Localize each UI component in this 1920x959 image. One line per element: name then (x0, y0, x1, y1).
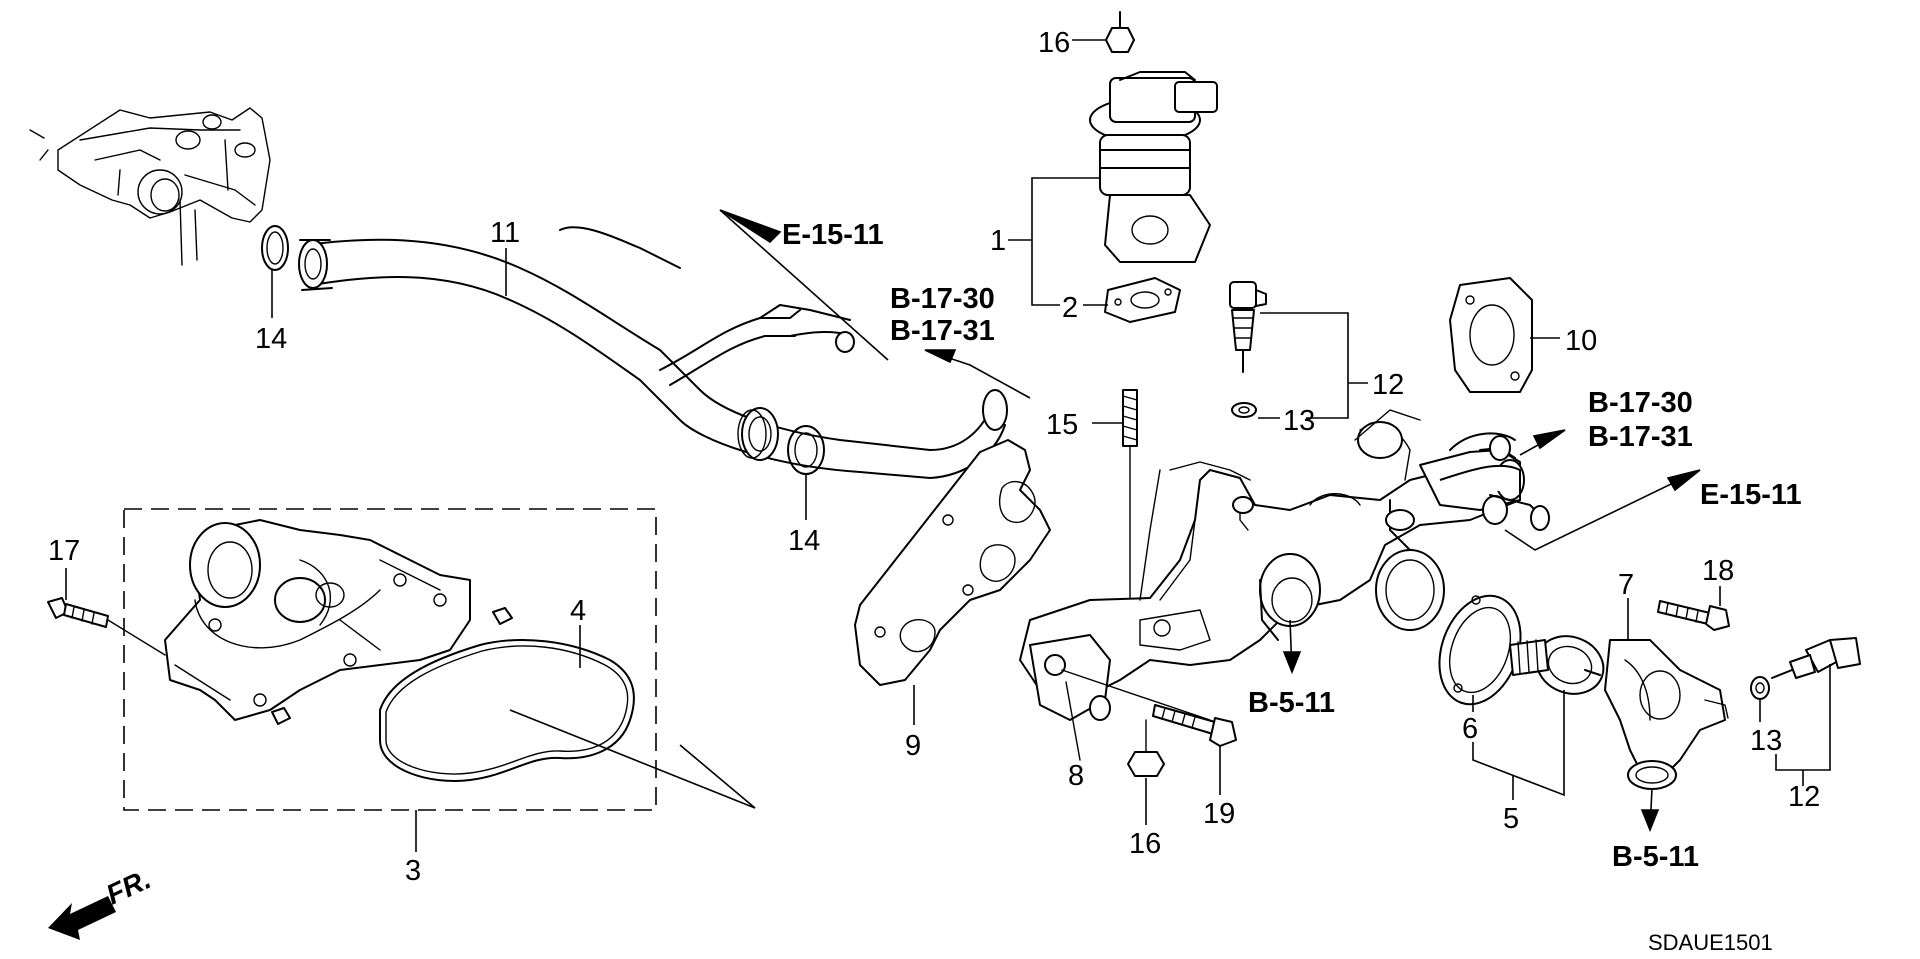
part-label-18: 18 (1702, 555, 1734, 587)
ref-e-15-11-top: E-15-11 (782, 219, 884, 251)
part-label-5: 5 (1503, 803, 1519, 835)
reference-arrows (509, 209, 1701, 833)
part-label-13b: 13 (1750, 725, 1782, 757)
part-label-7: 7 (1618, 569, 1634, 601)
part-labels: 16 1 2 11 14 14 15 12 13 10 17 4 3 9 8 1… (48, 27, 1820, 887)
part-label-14b: 14 (788, 525, 820, 557)
nut-16b (1127, 719, 1165, 777)
ref-b-17-30-right: B-17-30 (1588, 387, 1693, 419)
front-direction-arrow: FR. (48, 863, 155, 940)
diagram-code: SDAUE1501 (1648, 930, 1773, 955)
part-label-3: 3 (405, 855, 421, 887)
temp-sensor-12a (1229, 281, 1267, 373)
part-label-19: 19 (1203, 798, 1235, 830)
temp-sensor-12b (1771, 637, 1861, 679)
part-label-10: 10 (1565, 325, 1597, 357)
bolt-19 (1152, 704, 1237, 747)
egr-gasket-2 (1104, 277, 1181, 323)
water-pump-gasket-4 (379, 639, 635, 782)
thermostat-cover-7 (1604, 639, 1729, 790)
part-label-15: 15 (1046, 409, 1078, 441)
part-label-11: 11 (490, 217, 520, 249)
ref-b-17-31-mid: B-17-31 (890, 315, 995, 347)
part-label-17: 17 (48, 535, 80, 567)
washer-13a (1231, 402, 1257, 418)
part-label-12a: 12 (1372, 369, 1404, 401)
bolt-17 (47, 597, 166, 656)
o-ring-14a (261, 225, 289, 271)
water-passage-housing (1019, 409, 1550, 721)
part-label-12b: 12 (1788, 781, 1820, 813)
water-pump-3 (164, 519, 513, 725)
water-pipe-11 (298, 226, 1008, 479)
gasket-10 (1449, 277, 1533, 393)
part-label-2: 2 (1062, 292, 1078, 324)
assembly-3-outline (123, 508, 657, 811)
ref-e-15-11-right: E-15-11 (1700, 479, 1802, 511)
stud-8 (1061, 669, 1211, 761)
part-label-6: 6 (1462, 713, 1478, 745)
thermostat-5 (1509, 635, 1605, 695)
part-label-8: 8 (1068, 760, 1084, 792)
part-label-14a: 14 (255, 323, 287, 355)
ref-b-5-11-right: B-5-11 (1612, 841, 1699, 873)
reference-labels: E-15-11 B-17-30 B-17-31 B-17-30 B-17-31 … (782, 219, 1802, 873)
part-label-16b: 16 (1129, 828, 1161, 860)
egr-valve-1 (1089, 71, 1218, 263)
leader-lines (65, 39, 1831, 852)
part-label-13a: 13 (1283, 405, 1315, 437)
ref-b-17-31-right: B-17-31 (1588, 421, 1693, 453)
part-label-4: 4 (570, 595, 586, 627)
part-label-1: 1 (990, 225, 1006, 257)
bolt-18 (1657, 600, 1730, 631)
o-ring-14b (787, 425, 825, 475)
part-label-16a: 16 (1038, 27, 1070, 59)
ref-b-17-30-mid: B-17-30 (890, 283, 995, 315)
nut-16a (1105, 11, 1135, 53)
part-label-9: 9 (905, 730, 921, 762)
engine-block-fragment (29, 107, 271, 266)
washer-13b (1750, 676, 1770, 700)
gasket-9 (854, 439, 1051, 686)
ref-b-5-11-center: B-5-11 (1248, 687, 1335, 719)
